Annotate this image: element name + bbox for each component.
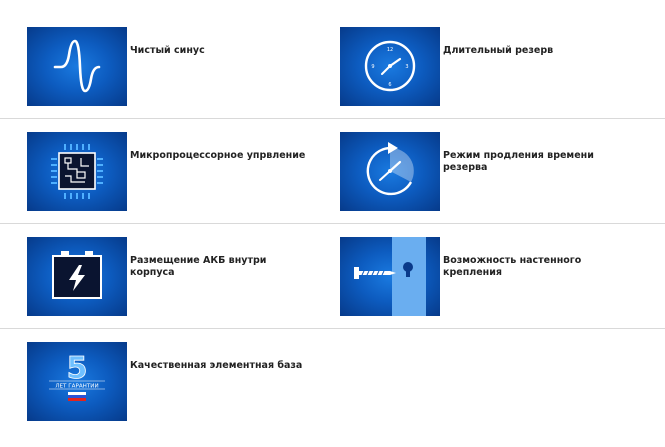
feature-tile: Размещение АКБ внутри корпуса xyxy=(0,237,313,342)
feature-label: Чистый синус xyxy=(130,45,205,56)
microchip-icon xyxy=(27,132,127,211)
svg-text:9: 9 xyxy=(371,64,374,70)
row-divider xyxy=(0,223,665,224)
feature-tile: Режим продления времени резерва xyxy=(313,132,626,237)
warranty-years: 5 xyxy=(67,351,88,386)
feature-tile: Возможность настенного крепления xyxy=(313,237,626,342)
warranty-badge-icon: 5 ЛЕТ ГАРАНТИИ xyxy=(27,342,127,421)
clock-icon: 12 3 6 9 xyxy=(340,27,440,106)
feature-label: Качественная элементная база xyxy=(130,360,303,371)
wall-mount-icon xyxy=(340,237,440,316)
feature-row-1: Чистый синус 12 3 6 9 Длительный резерв xyxy=(0,27,665,132)
feature-label: Возможность настенного крепления xyxy=(443,255,582,279)
feature-label: Длительный резерв xyxy=(443,45,554,56)
svg-text:12: 12 xyxy=(387,47,393,53)
feature-row-4: 5 ЛЕТ ГАРАНТИИ Качественная элементная б… xyxy=(0,342,665,447)
svg-text:3: 3 xyxy=(405,64,408,70)
row-divider xyxy=(0,328,665,329)
feature-label: Размещение АКБ внутри корпуса xyxy=(130,255,267,279)
feature-tile: Чистый синус xyxy=(0,27,313,132)
clock-extend-icon xyxy=(340,132,440,211)
svg-text:6: 6 xyxy=(388,82,391,88)
feature-tile: 5 ЛЕТ ГАРАНТИИ Качественная элементная б… xyxy=(0,342,313,447)
row-divider xyxy=(0,118,665,119)
feature-tile: Микропроцессорное упрвление xyxy=(0,132,313,237)
battery-icon xyxy=(27,237,127,316)
feature-label: Микропроцессорное упрвление xyxy=(130,150,306,161)
feature-row-3: Размещение АКБ внутри корпуса Возможност… xyxy=(0,237,665,342)
feature-label: Режим продления времени резерва xyxy=(443,150,594,174)
feature-row-2: Микропроцессорное упрвление Режим продле… xyxy=(0,132,665,237)
feature-tile: 12 3 6 9 Длительный резерв xyxy=(313,27,626,132)
sine-wave-icon xyxy=(27,27,127,106)
warranty-text: ЛЕТ ГАРАНТИИ xyxy=(55,384,98,390)
